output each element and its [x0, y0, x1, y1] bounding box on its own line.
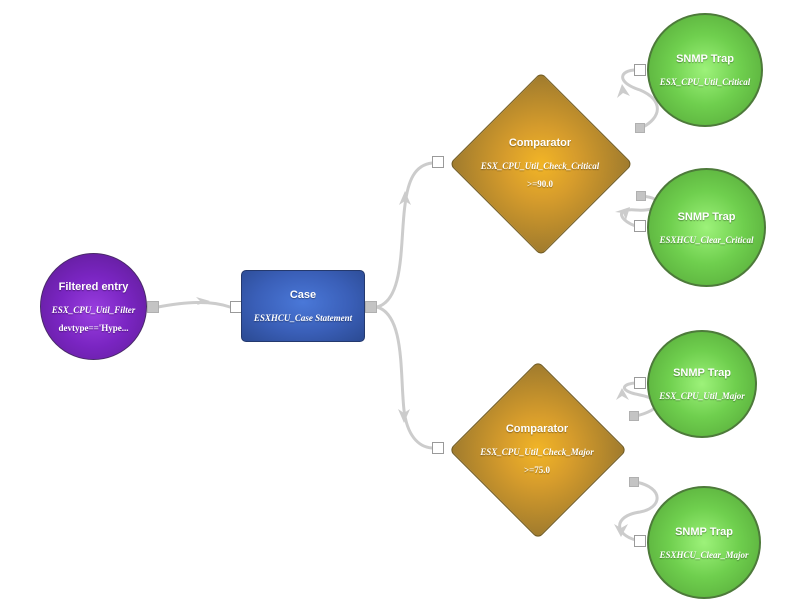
trap-util-major-input-port[interactable] — [634, 377, 646, 389]
arrow-case-critical — [399, 191, 411, 205]
snmp-trap-util-critical-title: SNMP Trap — [676, 53, 734, 65]
case-title: Case — [289, 289, 317, 301]
snmp-trap-clear-major-name: ESXHCU_Clear_Major — [659, 549, 749, 560]
arrow-major-clear — [614, 524, 628, 537]
case-node[interactable]: Case ESXHCU_Case Statement — [241, 270, 365, 342]
connector-major-trap-util — [623, 381, 658, 418]
comparator-critical-output-port-1[interactable] — [635, 123, 645, 133]
snmp-trap-util-major-title: SNMP Trap — [673, 367, 731, 379]
comparator-critical-output-port-2[interactable] — [636, 191, 646, 201]
comparator-critical-title: Comparator — [508, 137, 572, 149]
arrow-case-major — [398, 409, 410, 423]
comparator-critical-name: ESX_CPU_Util_Check_Critical — [480, 161, 600, 171]
comparator-major-node[interactable]: Comparator ESX_CPU_Util_Check_Major >=75… — [448, 360, 628, 540]
connector-case-comp-major — [375, 305, 434, 450]
case-output-port[interactable] — [365, 301, 377, 313]
snmp-trap-clear-critical-node[interactable]: SNMP Trap ESXHCU_Clear_Critical — [647, 168, 766, 287]
snmp-trap-clear-major-node[interactable]: SNMP Trap ESXHCU_Clear_Major — [647, 486, 761, 599]
snmp-trap-util-major-node[interactable]: SNMP Trap ESX_CPU_Util_Major — [647, 330, 757, 438]
comparator-critical-node[interactable]: Comparator ESX_CPU_Util_Check_Critical >… — [448, 72, 633, 256]
snmp-trap-util-major-name: ESX_CPU_Util_Major — [659, 391, 745, 401]
comparator-major-output-port-1[interactable] — [629, 411, 639, 421]
filtered-entry-detail: devtype=='Hype... — [58, 322, 129, 333]
filtered-entry-name: ESX_CPU_Util_Filter — [51, 304, 136, 315]
comparator-major-threshold: >=75.0 — [523, 465, 550, 475]
arrow-critical-clear — [615, 207, 630, 220]
arrow-filter-case — [196, 297, 210, 305]
comparator-major-title: Comparator — [505, 423, 569, 435]
connector-filter-case — [156, 300, 232, 309]
comparator-major-output-port-2[interactable] — [629, 477, 639, 487]
snmp-trap-util-critical-node[interactable]: SNMP Trap ESX_CPU_Util_Critical — [647, 13, 763, 127]
snmp-trap-clear-critical-name: ESXHCU_Clear_Critical — [659, 234, 754, 245]
connector-arrows — [196, 84, 630, 537]
snmp-trap-util-critical-name: ESX_CPU_Util_Critical — [659, 77, 751, 87]
snmp-trap-clear-major-title: SNMP Trap — [675, 525, 733, 538]
comparator-major-name: ESX_CPU_Util_Check_Major — [480, 447, 594, 457]
comparator-major-input-port[interactable] — [432, 442, 444, 454]
arrow-critical-util — [617, 84, 630, 98]
trap-util-critical-input-port[interactable] — [634, 64, 646, 76]
connector-critical-trap-util — [621, 68, 659, 130]
comparator-critical-threshold: >=90.0 — [526, 179, 553, 189]
arrow-major-util — [616, 388, 629, 400]
trap-clear-critical-input-port[interactable] — [634, 220, 646, 232]
filtered-entry-title: Filtered entry — [58, 280, 129, 293]
filtered-entry-node[interactable]: Filtered entry ESX_CPU_Util_Filter devty… — [40, 253, 147, 360]
connector-case-comp-critical — [375, 161, 434, 309]
comparator-critical-input-port[interactable] — [432, 156, 444, 168]
trap-clear-major-input-port[interactable] — [634, 535, 646, 547]
case-name: ESXHCU_Case Statement — [253, 313, 353, 323]
snmp-trap-clear-critical-title: SNMP Trap — [677, 210, 736, 223]
filtered-entry-output-port[interactable] — [147, 301, 159, 313]
